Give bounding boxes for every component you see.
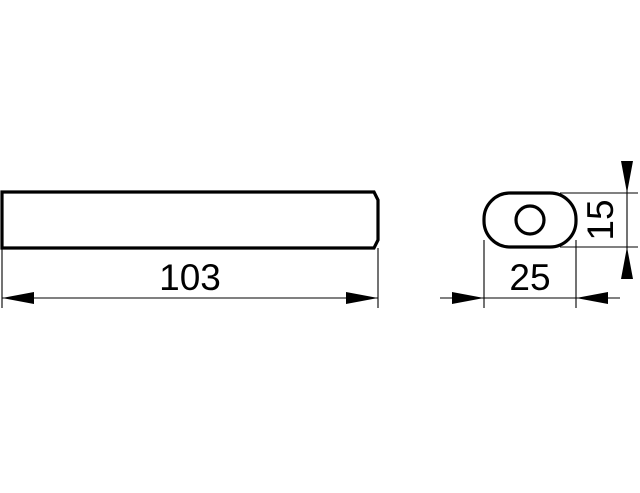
dimension-103-group: 103 [1,248,379,308]
dimension-15-group: 15 [560,161,638,279]
arrow-head-103-left [2,292,34,304]
arrow-head-15-top [621,161,633,193]
dim-label-103: 103 [159,257,221,298]
section-view-group [482,191,578,249]
arrow-head-25-left [452,292,484,304]
side-view-group [0,190,380,250]
dim-label-15: 15 [580,199,621,240]
side-view-bar-outline [0,190,380,250]
dim-label-25: 25 [509,257,550,298]
arrow-head-103-right [346,292,378,304]
arrow-head-15-bottom [621,247,633,279]
dimension-25-group: 25 [440,240,620,308]
arrow-head-25-right [576,292,608,304]
section-view-center-hole [514,204,546,236]
